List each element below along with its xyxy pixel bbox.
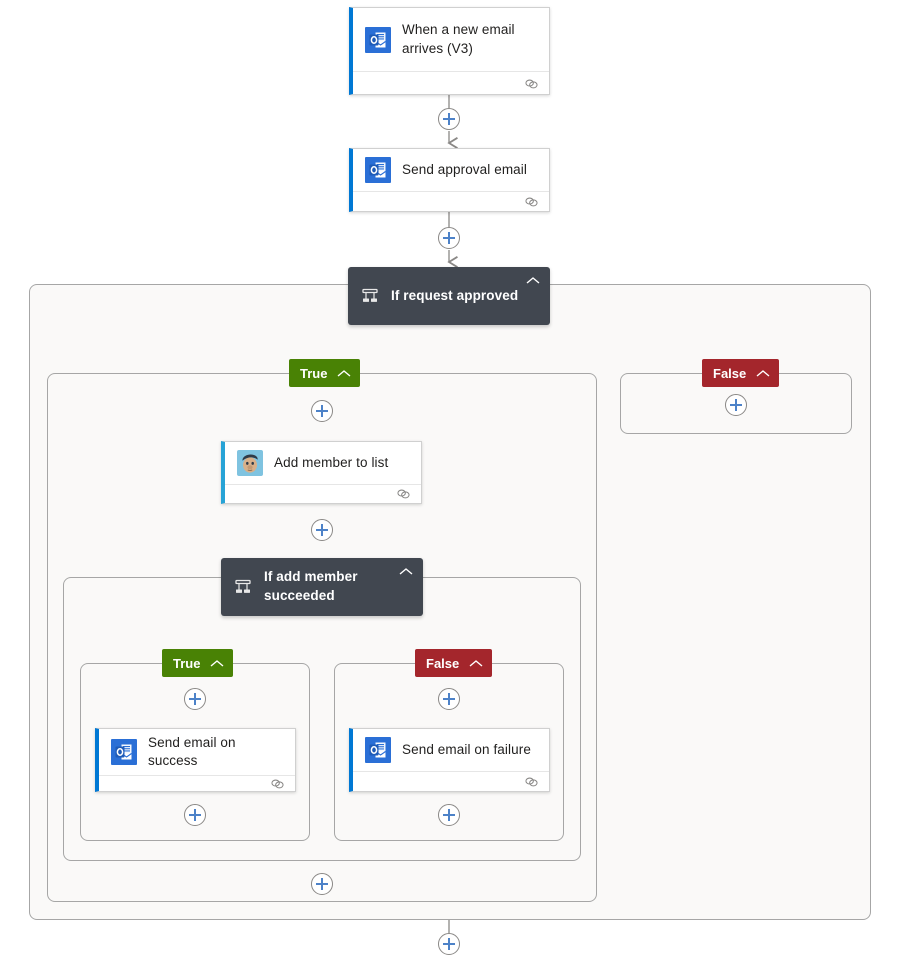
branch-label: False <box>713 365 747 381</box>
chevron-up-icon[interactable] <box>756 369 770 378</box>
condition-title: If add member succeeded <box>264 569 358 603</box>
link-icon[interactable] <box>524 77 539 90</box>
card-title: Send email on success <box>148 734 236 768</box>
insert-step-button-inner-true-bottom[interactable] <box>184 804 206 826</box>
card-title: When a new email arrives (V3) <box>402 22 515 56</box>
action-card-send-email-on-success[interactable]: Send email on success <box>95 728 296 792</box>
card-title: Send email on failure <box>402 741 531 757</box>
chevron-up-icon[interactable] <box>526 276 540 285</box>
card-title: Add member to list <box>274 454 389 470</box>
link-icon[interactable] <box>396 487 411 500</box>
insert-step-button-true-top[interactable] <box>311 400 333 422</box>
chevron-up-icon[interactable] <box>337 369 351 378</box>
branch-badge-false[interactable]: False <box>702 359 780 387</box>
card-body: Send approval email <box>353 149 549 191</box>
insert-step-button-trigger-approval[interactable] <box>438 108 460 130</box>
branch-badge-true-inner[interactable]: True <box>162 649 234 677</box>
condition-icon <box>362 288 378 302</box>
link-icon[interactable] <box>524 195 539 208</box>
outlook-icon <box>111 738 137 765</box>
link-icon[interactable] <box>270 777 285 790</box>
card-body: Add member to list <box>225 442 421 484</box>
card-footer <box>353 191 549 211</box>
branch-badge-true[interactable]: True <box>289 359 361 387</box>
mailchimp-icon <box>237 449 263 476</box>
condition-title: If request approved <box>391 287 519 303</box>
insert-step-button-approval-condition[interactable] <box>438 227 460 249</box>
insert-step-button-flow-bottom[interactable] <box>438 933 460 955</box>
chevron-up-icon[interactable] <box>399 567 413 576</box>
branch-label: True <box>300 365 328 381</box>
card-body: Send email on success <box>99 729 295 775</box>
card-footer <box>99 774 295 791</box>
insert-step-button-inner-false-bottom[interactable] <box>438 804 460 826</box>
action-card-add-member-to-list[interactable]: Add member to list <box>221 441 422 504</box>
card-footer <box>353 771 549 791</box>
insert-step-button-true-bottom[interactable] <box>311 873 333 895</box>
condition-card-if-add-member-succeeded[interactable]: If add member succeeded <box>221 558 423 616</box>
outlook-icon <box>365 26 391 53</box>
outlook-icon <box>365 737 391 764</box>
card-footer <box>225 483 421 503</box>
outlook-icon <box>365 157 391 184</box>
card-body: Send email on failure <box>353 729 549 771</box>
chevron-up-icon[interactable] <box>210 659 224 668</box>
branch-label: True <box>173 655 201 671</box>
card-body: When a new email arrives (V3) <box>353 8 549 71</box>
condition-card-if-request-approved[interactable]: If request approved <box>348 267 550 325</box>
card-footer <box>353 71 549 94</box>
action-card-send-approval-email[interactable]: Send approval email <box>349 148 550 212</box>
card-title: Send approval email <box>402 161 527 177</box>
branch-badge-false-inner[interactable]: False <box>415 649 493 677</box>
action-card-send-email-on-failure[interactable]: Send email on failure <box>349 728 550 792</box>
branch-label: False <box>426 655 460 671</box>
action-card-when-a-new-email-arrives[interactable]: When a new email arrives (V3) <box>349 7 550 95</box>
condition-icon <box>235 579 251 593</box>
chevron-up-icon[interactable] <box>469 659 483 668</box>
insert-step-button-false-branch[interactable] <box>725 394 747 416</box>
link-icon[interactable] <box>524 775 539 788</box>
insert-step-button-inner-false-top[interactable] <box>438 688 460 710</box>
insert-step-button-addmember-condition[interactable] <box>311 519 333 541</box>
insert-step-button-inner-true-top[interactable] <box>184 688 206 710</box>
